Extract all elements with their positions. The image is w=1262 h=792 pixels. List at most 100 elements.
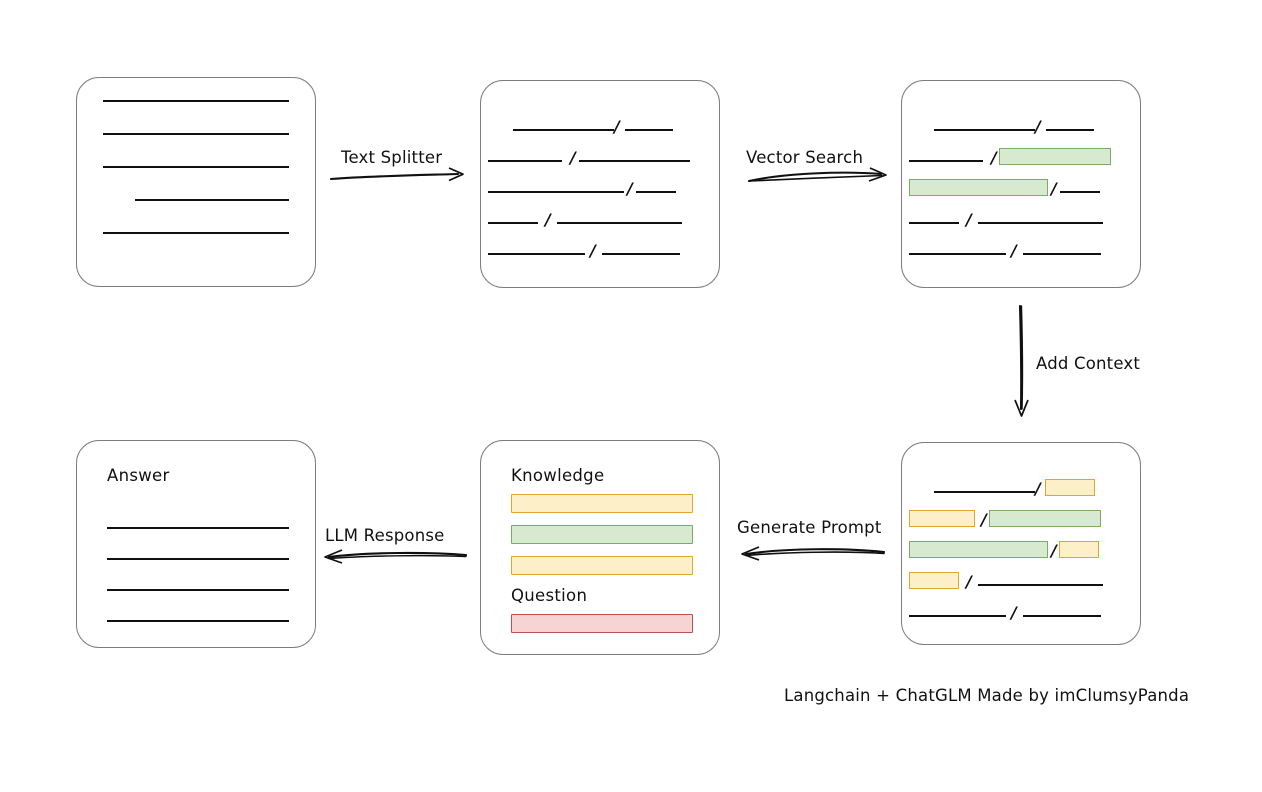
card-answer[interactable]: Answer (76, 440, 316, 648)
chunk-separator: / (570, 148, 576, 167)
text-segment (107, 527, 289, 529)
arrow-generate-prompt (741, 546, 886, 561)
text-segment (556, 222, 682, 224)
chunk-separator: / (991, 148, 997, 167)
context-chunk-yellow (909, 572, 959, 589)
text-segment (107, 620, 289, 622)
text-line (77, 604, 345, 622)
chunk-separator: / (966, 210, 972, 229)
text-segment (624, 129, 673, 131)
text-segment (488, 160, 562, 162)
text-line: / (902, 144, 1147, 167)
text-segment (909, 160, 983, 162)
text-segment (103, 232, 289, 234)
card-retrieved-document[interactable]: / / / / (901, 80, 1141, 288)
text-line: / (481, 113, 751, 136)
text-segment (977, 584, 1103, 586)
text-segment (977, 222, 1103, 224)
chunk-separator: / (1011, 241, 1017, 260)
text-segment (107, 589, 289, 591)
chunk-separator: / (1051, 541, 1057, 560)
text-segment (601, 253, 680, 255)
text-segment (103, 133, 289, 135)
text-segment (488, 222, 538, 224)
answer-heading: Answer (107, 466, 170, 485)
arrow-llm-response (324, 549, 468, 564)
knowledge-bar-yellow (511, 494, 693, 513)
text-segment (934, 129, 1035, 131)
retrieved-document-lines: / / / / (902, 81, 1140, 287)
text-line: / (902, 599, 1147, 622)
matched-chunk-green (909, 541, 1048, 558)
text-line (77, 542, 345, 560)
text-segment (909, 222, 959, 224)
text-line: / (902, 568, 1147, 591)
edge-label-text-splitter: Text Splitter (341, 148, 443, 167)
matched-chunk-green (998, 148, 1111, 165)
text-line: / (481, 237, 726, 260)
text-segment (107, 558, 289, 560)
text-segment (1045, 129, 1094, 131)
chunk-separator: / (1035, 479, 1041, 498)
text-line (77, 216, 341, 234)
chunk-separator: / (590, 241, 596, 260)
text-line (77, 150, 341, 168)
chunk-separator: / (545, 210, 551, 229)
chunk-separator: / (1035, 117, 1041, 136)
question-bar-red (511, 614, 693, 633)
chunk-separator: / (627, 179, 633, 198)
text-segment (103, 100, 289, 102)
text-line: / (902, 113, 1172, 136)
text-segment (103, 166, 289, 168)
knowledge-bar-yellow (511, 556, 693, 575)
text-line (77, 511, 345, 529)
answer-lines (77, 441, 315, 647)
card-split-document[interactable]: / / / / (480, 80, 720, 288)
text-segment (513, 129, 614, 131)
arrow-vector-search (747, 167, 887, 183)
matched-chunk-green (988, 510, 1101, 527)
chunk-separator: / (1051, 179, 1057, 198)
chunk-separator: / (981, 510, 987, 529)
text-segment (1022, 253, 1101, 255)
edge-label-generate-prompt: Generate Prompt (737, 518, 882, 537)
text-line: / (902, 506, 1147, 529)
text-line (77, 183, 373, 201)
text-line (77, 84, 341, 102)
text-line: / (902, 537, 1147, 560)
card-prompt[interactable]: Knowledge Question (480, 440, 720, 655)
context-document-lines: / / / / (902, 443, 1140, 644)
edge-label-add-context: Add Context (1036, 354, 1141, 373)
chunk-separator: / (966, 572, 972, 591)
text-segment (1022, 615, 1101, 617)
text-line: / (902, 206, 1147, 229)
text-line (77, 573, 345, 591)
source-document-lines (77, 78, 315, 286)
context-chunk-yellow (1044, 479, 1095, 496)
card-source-document[interactable] (76, 77, 316, 287)
chunk-separator: / (1011, 603, 1017, 622)
chunk-separator: / (614, 117, 620, 136)
text-line: / (481, 175, 726, 198)
knowledge-heading: Knowledge (511, 466, 605, 485)
question-heading: Question (511, 586, 588, 605)
card-context-document[interactable]: / / / / (901, 442, 1141, 645)
matched-chunk-green (909, 179, 1048, 196)
text-line: / (902, 175, 1147, 198)
edge-label-llm-response: LLM Response (325, 526, 445, 545)
text-line: / (902, 475, 1172, 498)
text-segment (488, 253, 585, 255)
text-line: / (902, 237, 1147, 260)
text-line: / (481, 144, 726, 167)
arrow-add-context (1014, 304, 1029, 417)
edge-label-vector-search: Vector Search (746, 148, 864, 167)
text-line: / (481, 206, 726, 229)
text-segment (578, 160, 690, 162)
text-segment (1059, 191, 1100, 193)
text-segment (488, 191, 624, 193)
text-segment (635, 191, 676, 193)
footer-caption: Langchain + ChatGLM Made by imClumsyPand… (784, 686, 1190, 705)
arrow-text-splitter (329, 167, 464, 182)
context-chunk-yellow (909, 510, 975, 527)
